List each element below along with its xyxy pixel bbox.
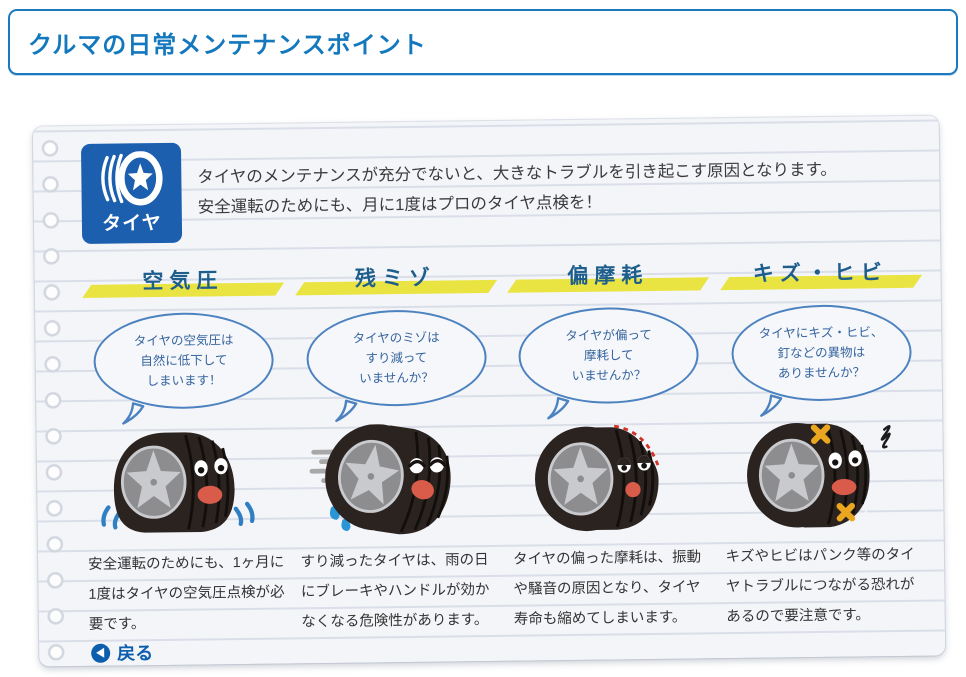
page-title: クルマの日常メンテナンスポイント [28, 31, 427, 59]
tire-character-area [511, 420, 709, 536]
back-button-label: 戻る [117, 643, 154, 664]
tire-category-icon: タイヤ [80, 142, 183, 244]
column-description: 安全運転のためにも、1ヶ月に1度はタイヤの空気圧点検が必要です。 [87, 554, 285, 633]
column-description: キズやヒビはパンク等のタイヤトラブルにつながる恐れがあるので要注意です。 [725, 546, 915, 626]
speech-bubble: タイヤのミゾは すり減って いませんか？ [305, 309, 487, 423]
worn-slipping-tire-character-icon [309, 424, 451, 535]
tire-icon [101, 150, 163, 206]
speech-bubble: タイヤが偏って 摩耗して いませんか？ [518, 306, 700, 420]
page-header: クルマの日常メンテナンスポイント [8, 9, 958, 75]
back-button[interactable]: 戻る [91, 639, 153, 666]
notebook-paper: タイヤ タイヤのメンテナンスが充分でないと、大きなトラブルを引き起こす原因となり… [32, 115, 946, 667]
intro-section: タイヤ タイヤのメンテナンスが充分でないと、大きなトラブルを引き起こす原因となり… [80, 134, 920, 244]
uneven-wear-tire-character-icon [535, 424, 660, 532]
damaged-tire-character-icon [746, 423, 891, 528]
speech-bubble: タイヤの空気圧は 自然に低下して しまいます！ [93, 311, 275, 425]
intro-line-2: 安全運転のためにも、月に1度はプロのタイヤ点検を！ [197, 193, 603, 217]
column-tread-depth: 残ミゾ タイヤのミゾは すり減って いませんか？ [294, 261, 498, 637]
tire-character-area [724, 418, 922, 534]
column-heading: 残ミゾ [294, 261, 497, 296]
column-description: タイヤの偏った摩耗は、振動や騒音の原因となり、タイヤ寿命も縮めてしまいます。 [512, 549, 702, 628]
back-arrow-icon [91, 643, 111, 663]
binder-holes [35, 130, 73, 663]
deflated-tire-character-icon [101, 432, 255, 533]
tire-character-area [299, 423, 497, 539]
intro-text: タイヤのメンテナンスが充分でないと、大きなトラブルを引き起こす原因となります。 … [197, 155, 837, 223]
column-uneven-wear: 偏摩耗 タイヤが偏って 摩耗して いませんか？ [507, 258, 710, 634]
maintenance-columns: 空気圧 タイヤの空気圧は 自然に低下して しまいます！ [82, 256, 925, 640]
column-heading: キズ・ヒビ [719, 256, 922, 291]
bubble-tail [334, 399, 358, 423]
column-heading: 偏摩耗 [507, 258, 709, 293]
paper-content: タイヤ タイヤのメンテナンスが充分でないと、大きなトラブルを引き起こす原因となり… [80, 130, 925, 664]
column-cuts-cracks: キズ・ヒビ タイヤにキズ・ヒビ、 釘などの異物は ありませんか？ [719, 256, 923, 632]
bubble-tail [547, 396, 570, 420]
column-air-pressure: 空気圧 タイヤの空気圧は 自然に低下して しまいます！ [82, 264, 285, 640]
tire-icon-label: タイヤ [102, 212, 162, 235]
tire-character-area [86, 426, 284, 542]
column-heading: 空気圧 [82, 264, 284, 298]
speech-bubble: タイヤにキズ・ヒビ、 釘などの異物は ありませんか？ [730, 303, 912, 417]
column-description: すり減ったタイヤは、雨の日にブレーキやハンドルが効かなくなる危険性があります。 [300, 552, 490, 631]
bubble-tail [759, 394, 783, 417]
bubble-tail [122, 402, 145, 425]
